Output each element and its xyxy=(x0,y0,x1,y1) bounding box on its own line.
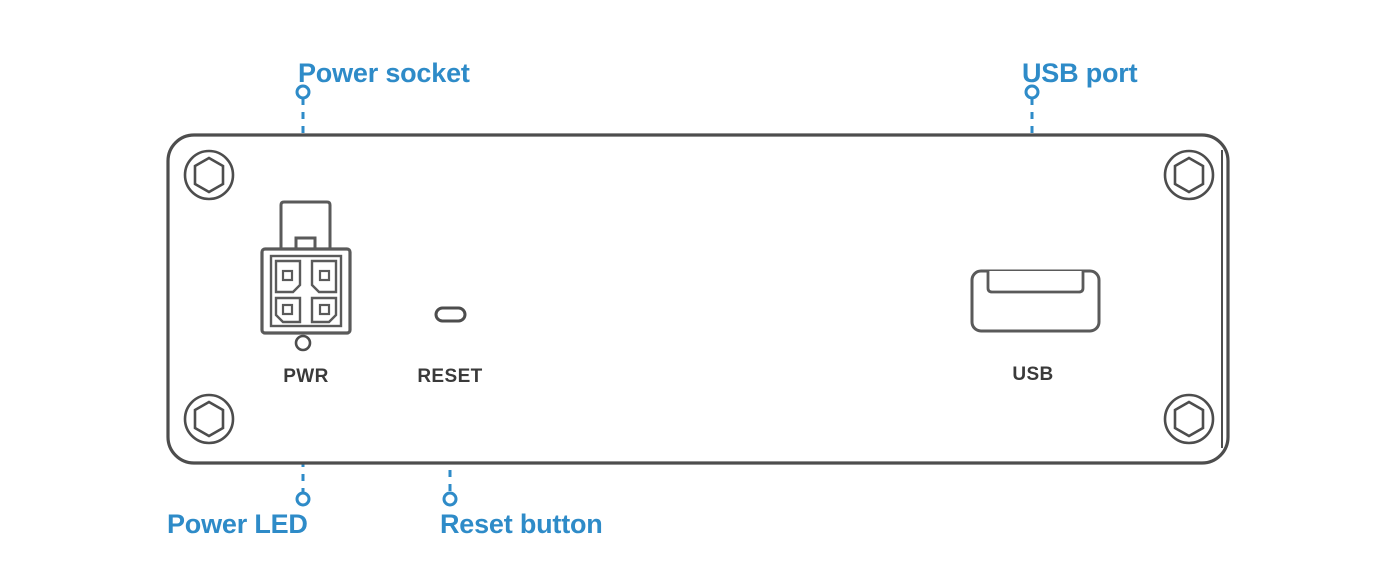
callout-anchor-circles xyxy=(295,84,1040,507)
silkscreen-labels: PWR RESET USB xyxy=(283,364,1053,387)
panel-enclosure xyxy=(166,133,1230,465)
power-led-ring xyxy=(294,334,312,352)
screw-bottom-left xyxy=(183,393,235,445)
reset-button-pill xyxy=(434,306,467,323)
callout-label-power-led: Power LED xyxy=(167,509,308,539)
reset-button[interactable] xyxy=(434,306,467,323)
usb-port[interactable] xyxy=(970,269,1101,333)
panel-outline xyxy=(166,133,1230,465)
screw-top-right xyxy=(1163,149,1215,201)
anchor-circle-reset-button xyxy=(442,491,458,507)
screw-top-left xyxy=(183,149,235,201)
anchor-circle-power-led xyxy=(295,491,311,507)
mounting-screws xyxy=(183,149,1215,445)
power-led-indicator xyxy=(294,334,312,352)
power-connector-pin-1 xyxy=(274,259,302,294)
anchor-circle-usb-port xyxy=(1024,84,1040,100)
power-connector-pin-2 xyxy=(310,259,338,294)
usb-port-tongue xyxy=(986,271,1085,294)
port-label-reset: RESET xyxy=(417,366,482,387)
callout-label-reset-button: Reset button xyxy=(440,509,603,539)
port-label-pwr: PWR xyxy=(283,366,329,387)
callout-label-usb-port: USB port xyxy=(1022,58,1138,88)
power-connector-pin-3 xyxy=(274,296,302,324)
power-connector-pin-4 xyxy=(310,296,338,324)
power-connector[interactable] xyxy=(260,200,352,335)
screw-bottom-right xyxy=(1163,393,1215,445)
port-label-usb: USB xyxy=(1012,364,1053,385)
anchor-circle-power-socket xyxy=(295,84,311,100)
callout-label-power-socket: Power socket xyxy=(298,58,470,88)
callout-labels: Power socket USB port Power LED Reset bu… xyxy=(167,58,1138,539)
